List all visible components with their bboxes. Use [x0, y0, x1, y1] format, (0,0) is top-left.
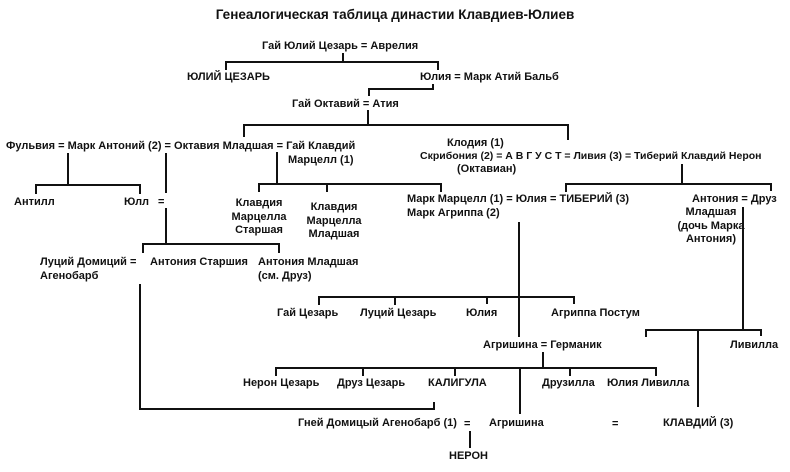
- connector-line: [225, 61, 227, 70]
- connector-line: [258, 183, 260, 192]
- node-octavian: (Октавиан): [457, 163, 517, 175]
- node-julia-livilla: Юлия Ливилла: [607, 377, 690, 389]
- connector-line: [165, 208, 167, 245]
- node-julia-younger: Юлия: [466, 307, 498, 319]
- connector-line: [518, 298, 520, 337]
- connector-line: [565, 183, 567, 192]
- node-antonia-minor-drusus: Антония = Друз: [692, 193, 777, 205]
- node-livilla: Ливилла: [730, 339, 779, 351]
- connector-line: [367, 110, 369, 126]
- connector-line: [760, 329, 762, 336]
- connector-line: [440, 183, 442, 192]
- connector-line: [35, 184, 37, 194]
- connector-line: [318, 296, 320, 305]
- connector-line: [342, 53, 344, 63]
- connector-line: [569, 367, 571, 376]
- connector-line: [655, 367, 657, 376]
- node-antyllus: Антилл: [14, 196, 55, 208]
- connector-line: [486, 296, 488, 304]
- node-clodia-1: Клодия (1): [447, 137, 504, 149]
- connector-line: [139, 408, 435, 410]
- node-gaius-julius-caesar-aurelia: Гай Юлий Цезарь = Аврелия: [262, 40, 419, 52]
- node-eq-agrippina-claudius: =: [612, 418, 619, 430]
- connector-line: [454, 367, 456, 376]
- connector-line: [542, 352, 544, 369]
- node-lucius-caesar: Луций Цезарь: [360, 307, 437, 319]
- node-gnaeus-domitius-ahenobarbus: Гней Домицый Агенобарб (1): [298, 417, 457, 429]
- connector-line: [142, 243, 280, 245]
- connector-line: [326, 183, 328, 192]
- connector-line: [565, 183, 772, 185]
- node-drusilla: Друзилла: [542, 377, 595, 389]
- node-claudia-marcella-younger: Клавдия Марцелла Младшая: [306, 201, 362, 240]
- node-antonia-minor-ref: Антония Младшая (см. Друз): [258, 256, 359, 282]
- connector-line: [243, 124, 569, 126]
- node-caligula: КАЛИГУЛА: [428, 377, 487, 389]
- node-marcellus-1: Марцелл (1): [288, 154, 354, 166]
- node-scribonia-augustus-livia-nero: Скрибония (2) = А В Г У С Т = Ливия (3) …: [420, 150, 762, 162]
- node-mark-marcellus-julia-tiberius: Марк Марцелл (1) = Юлия = ТИБЕРИЙ (3) Ма…: [407, 193, 630, 219]
- node-claudia-marcella-elder: Клавдия Марцелла Старшая: [231, 197, 287, 236]
- connector-line: [258, 183, 442, 185]
- connector-line: [519, 369, 521, 414]
- connector-line: [243, 124, 245, 137]
- connector-line: [645, 329, 762, 331]
- connector-line: [770, 183, 772, 191]
- connector-line: [276, 152, 278, 185]
- connector-line: [67, 153, 69, 186]
- connector-line: [35, 184, 141, 186]
- node-lucius-domitius-ahenobarbus: Луций Домиций = Агенобарб: [40, 256, 137, 282]
- node-julia-marcus-atius-balbus: Юлия = Марк Атий Бальб: [420, 71, 559, 83]
- connector-line: [742, 207, 744, 331]
- connector-line: [394, 296, 396, 305]
- diagram-title: Генеалогическая таблица династии Клавдие…: [215, 7, 575, 22]
- node-eq-gnaeus-agrippina: =: [464, 418, 471, 430]
- connector-line: [139, 284, 141, 410]
- connector-line: [142, 243, 144, 253]
- connector-line: [225, 61, 439, 63]
- node-agrippina-younger: Агришина: [489, 417, 544, 429]
- node-gaius-octavius-atia: Гай Октавий = Атия: [292, 98, 399, 110]
- node-nero-caesar: Нерон Цезарь: [243, 377, 320, 389]
- connector-line: [645, 329, 647, 337]
- node-claudius-3: КЛАВДИЙ (3): [663, 417, 734, 429]
- node-nero: НЕРОН: [449, 450, 488, 462]
- node-agrippa-postumus: Агриппа Постум: [551, 307, 640, 319]
- connector-line: [362, 367, 364, 376]
- connector-line: [275, 367, 277, 376]
- node-drusus-caesar: Друз Цезарь: [337, 377, 406, 389]
- connector-line: [368, 88, 370, 96]
- connector-line: [573, 296, 575, 304]
- connector-line: [518, 222, 520, 298]
- node-agrippina-germanicus: Агришина = Германик: [483, 339, 602, 351]
- node-gaius-caesar: Гай Цезарь: [277, 307, 339, 319]
- node-fulvia-mark-antony-octavia-claudius: Фульвия = Марк Антоний (2) = Октавия Мла…: [6, 140, 356, 152]
- connector-line: [432, 84, 434, 90]
- connector-line: [165, 153, 167, 193]
- connector-line: [278, 243, 280, 253]
- connector-line: [275, 367, 657, 369]
- connector-line: [368, 88, 434, 90]
- connector-line: [437, 61, 439, 70]
- node-iullus-spouse-eq: =: [158, 196, 165, 208]
- node-julius-caesar: ЮЛИЙ ЦЕЗАРЬ: [187, 71, 270, 83]
- connector-line: [567, 124, 569, 140]
- connector-line: [318, 296, 575, 298]
- node-antonia-major: Антония Старшия: [150, 256, 248, 268]
- connector-line: [139, 184, 141, 194]
- node-antonia-minor-details: Младшая (дочь Марка Антония): [677, 206, 745, 245]
- connector-line: [469, 431, 471, 448]
- node-iullus: Юлл: [124, 196, 150, 208]
- connector-line: [681, 164, 683, 185]
- connector-line: [433, 402, 435, 410]
- connector-line: [697, 329, 699, 407]
